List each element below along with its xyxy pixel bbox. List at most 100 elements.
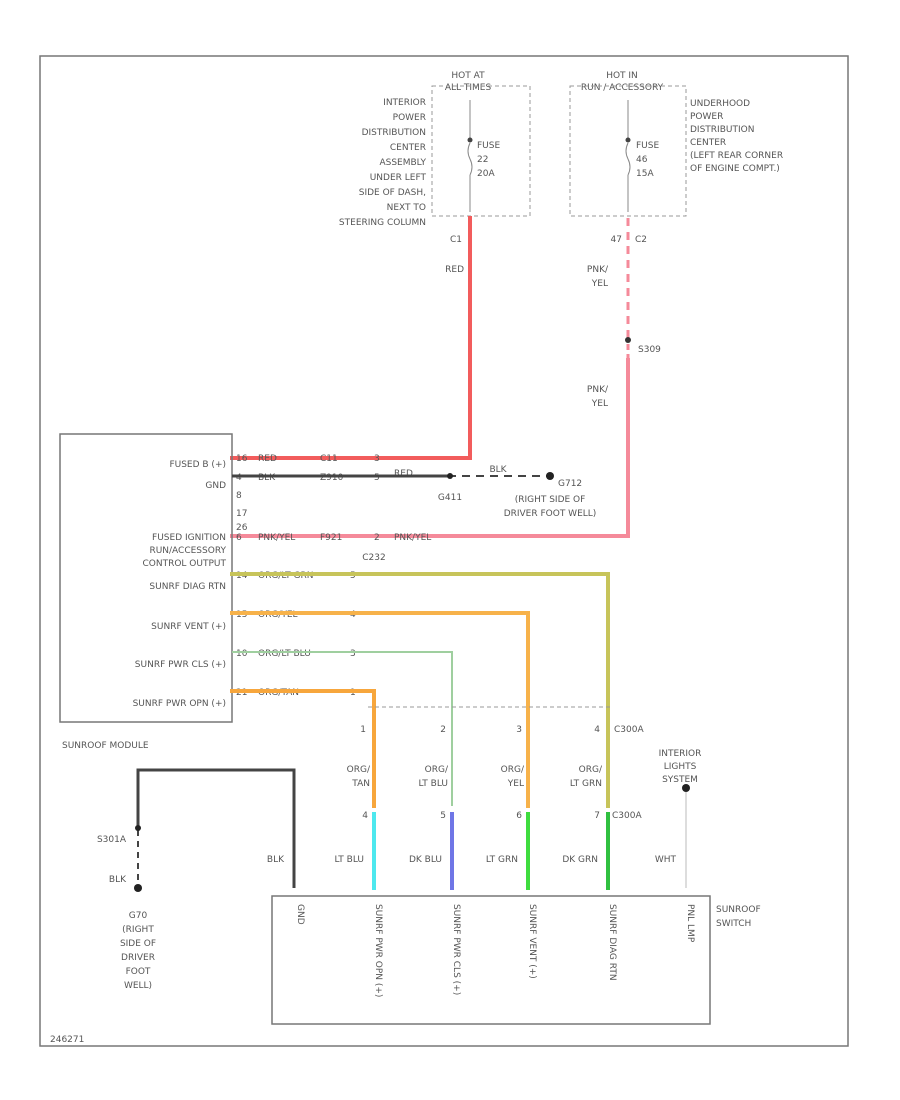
- wire-label: YEL: [507, 779, 524, 789]
- hot-label-right-2: RUN / ACCESSORY: [581, 83, 664, 93]
- module-pin-label: SUNRF PWR OPN (+): [133, 699, 226, 709]
- interior-lights-node: [682, 784, 690, 792]
- sunroof-module-title: SUNROOF MODULE: [62, 741, 149, 751]
- hot-label-right-1: HOT IN: [606, 71, 638, 81]
- fuse-right-cavity: 47: [611, 235, 622, 245]
- updc-line: POWER: [690, 112, 723, 122]
- switch-wire-labels: ORG/ TAN ORG/ LT BLU ORG/ YEL ORG/ LT GR…: [347, 765, 643, 821]
- fuse-right-connector: C2: [635, 235, 647, 245]
- splice-s309-label: S309: [638, 345, 661, 355]
- connector-pin: 5: [374, 473, 380, 483]
- switch-pin-label: PNL LMP: [685, 904, 695, 943]
- ipdc-line: DISTRIBUTION: [362, 128, 426, 138]
- wire-label: LT BLU: [335, 855, 364, 865]
- wire-pnk-label-2b: YEL: [591, 399, 608, 409]
- switch-pin-labels: GND SUNRF PWR OPN (+) SUNRF PWR CLS (+) …: [295, 904, 695, 997]
- ground-g70: [134, 884, 142, 892]
- c300a-label: C300A: [614, 725, 644, 735]
- switch-pin-label: GND: [295, 904, 305, 925]
- module-pin-number: 6: [236, 533, 242, 543]
- wire-label-right: PNK/YEL: [394, 533, 431, 543]
- wire-org-yel: [230, 611, 530, 808]
- ipdc-line: INTERIOR: [383, 98, 426, 108]
- wire-pnk-label-1a: PNK/: [587, 265, 609, 275]
- wire-label: PNK/YEL: [258, 533, 295, 543]
- c300a-pin-4: 4: [594, 725, 600, 735]
- figure-id: 246271: [50, 1035, 84, 1045]
- ground-g70-desc: (RIGHT: [122, 925, 154, 935]
- sunroof-switch-title-a: SUNROOF: [716, 905, 761, 915]
- left-ground-wire-label: BLK: [109, 875, 127, 885]
- wire-label-right: RED: [394, 469, 413, 479]
- ipdc-line: CENTER: [390, 143, 426, 153]
- fuse-right: FUSE 46 15A 47 C2: [611, 100, 659, 245]
- ground-g712-desc-2: DRIVER FOOT WELL): [504, 509, 597, 519]
- c300a-pin-3: 3: [516, 725, 522, 735]
- splice-g411: [447, 473, 453, 479]
- wire-red-feed: [230, 216, 472, 460]
- switch-pin-label: SUNRF VENT (+): [527, 904, 537, 979]
- ground-g70-label: G70: [129, 911, 148, 921]
- wire-label: DK BLU: [409, 855, 442, 865]
- splice-s301a-label: S301A: [97, 835, 127, 845]
- diagram-border: [39, 55, 849, 1047]
- ground-g70-desc: DRIVER: [121, 953, 155, 963]
- sunroof-switch-box: [271, 895, 711, 1025]
- ipdc-line: ASSEMBLY: [379, 158, 426, 168]
- ground-g70-desc: FOOT: [126, 967, 151, 977]
- module-pin-number: 4: [236, 473, 242, 483]
- connector-label: Z910: [320, 473, 344, 483]
- ipdc-description: INTERIOR POWER DISTRIBUTION CENTER ASSEM…: [339, 98, 427, 228]
- updc-line: OF ENGINE COMPT.): [690, 164, 780, 174]
- ipdc-line: POWER: [393, 113, 426, 123]
- ground-g70-desc: WELL): [124, 981, 152, 991]
- ground-g712: [546, 472, 554, 480]
- wire-blk-left: [136, 768, 296, 888]
- sunroof-switch-title-b: SWITCH: [716, 919, 751, 929]
- ground-g712-desc-1: (RIGHT SIDE OF: [515, 495, 586, 505]
- switch-wire-pin: 7: [594, 811, 600, 821]
- fuse-left-cavity: C1: [450, 235, 462, 245]
- wire-pnk-label-2a: PNK/: [587, 385, 609, 395]
- fuse-left: FUSE 22 20A C1: [450, 100, 500, 245]
- wire-label: TAN: [351, 779, 370, 789]
- connector-pin: 3: [374, 454, 380, 464]
- wire-red-label: RED: [445, 265, 464, 275]
- c300a-pin-2: 2: [440, 725, 446, 735]
- ipdc-box: [431, 85, 531, 217]
- wire-label: LT GRN: [486, 855, 518, 865]
- wire-label: ORG/LT BLU: [258, 649, 311, 659]
- updc-line: (LEFT REAR CORNER: [690, 151, 783, 161]
- connector-pin: 2: [374, 533, 380, 543]
- switch-wire-pin: 5: [440, 811, 446, 821]
- fuse-right-number: 46: [636, 155, 648, 165]
- sunroof-module-box: [59, 433, 233, 723]
- ground-wire-label: BLK: [489, 465, 507, 475]
- updc-line: DISTRIBUTION: [690, 125, 754, 135]
- module-pin-label: CONTROL OUTPUT: [143, 559, 227, 569]
- connector-label: F921: [320, 533, 342, 543]
- switch-pin-label: SUNRF PWR OPN (+): [373, 904, 383, 997]
- switch-pin-label: SUNRF DIAG RTN: [607, 904, 617, 981]
- wire-label: ORG/: [425, 765, 449, 775]
- connector-c232: C232: [362, 553, 385, 563]
- fuse-right-label: FUSE: [636, 141, 659, 151]
- module-pin-labels: FUSED B (+) GND FUSED IGNITION RUN/ACCES…: [133, 460, 227, 709]
- wire-label: ORG/: [579, 765, 603, 775]
- hot-label-left-2: ALL TIMES: [445, 83, 492, 93]
- wire-pnk-label-1b: YEL: [591, 279, 608, 289]
- c300a-pin-1: 1: [360, 725, 366, 735]
- wire-pnk-yel-feed: [230, 358, 630, 538]
- fuse-left-label: FUSE: [477, 141, 500, 151]
- wire-label: BLK: [267, 855, 285, 865]
- ipdc-line: NEXT TO: [387, 203, 426, 213]
- splice-s309: [625, 337, 631, 343]
- ipdc-line: STEERING COLUMN: [339, 218, 426, 228]
- interior-lights-1: INTERIOR: [659, 749, 702, 759]
- connector-pin: 3: [350, 649, 356, 659]
- module-pin-number: 17: [236, 509, 247, 519]
- module-pin-label: RUN/ACCESSORY: [149, 546, 226, 556]
- module-pin-number: 8: [236, 491, 242, 501]
- switch-wire-pin: 4: [362, 811, 368, 821]
- ipdc-line: UNDER LEFT: [370, 173, 427, 183]
